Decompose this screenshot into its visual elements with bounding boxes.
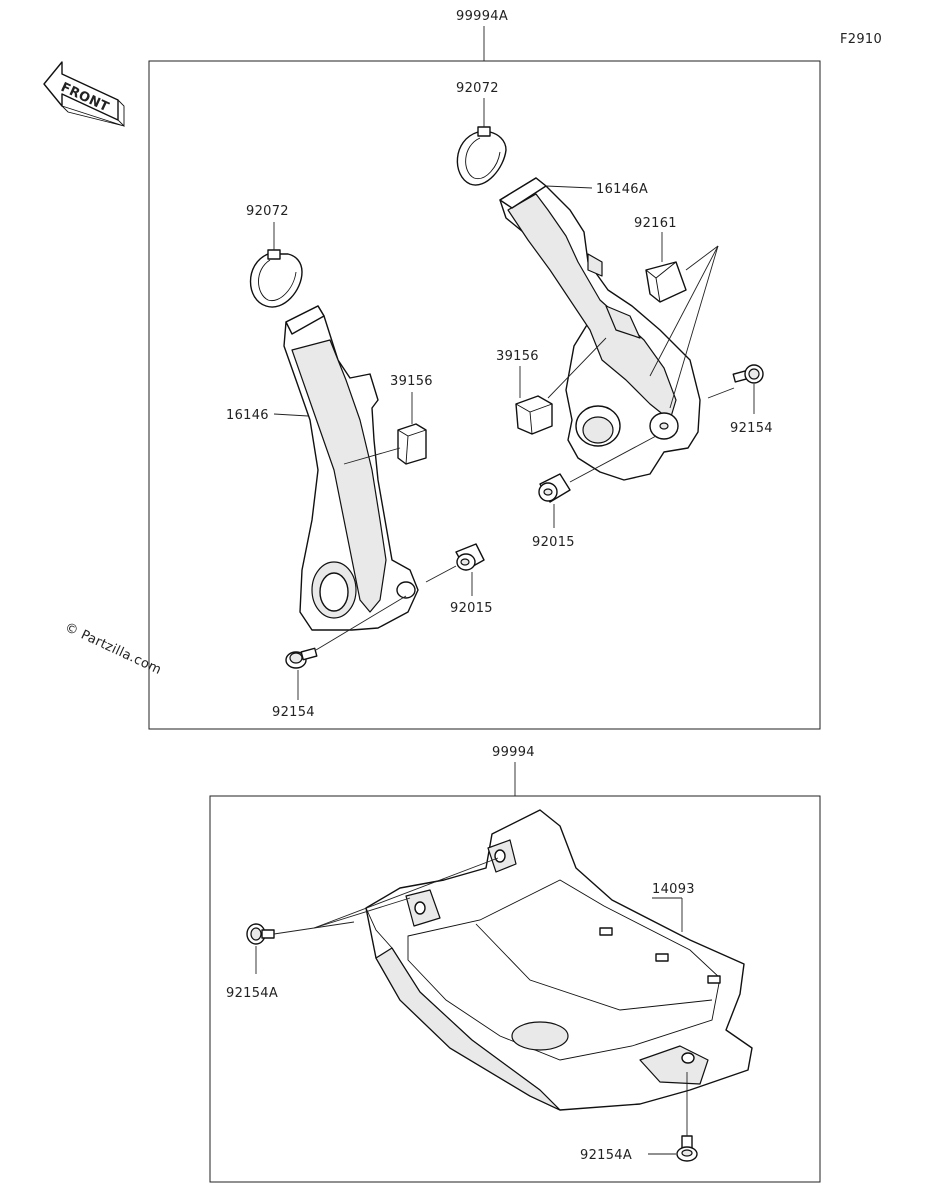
label-clamp-right: 92072 [456,81,499,96]
label-bolt-skid-bottom: 92154A [580,1148,632,1163]
label-bolt-left: 92154 [272,705,315,720]
kit-upper-frame [148,60,821,730]
bolt-right [732,364,764,384]
collar-right [538,473,571,503]
label-skid-plate: 14093 [652,882,695,897]
bolt-skid-left [246,923,275,945]
label-kit-lower: 99994 [492,745,535,760]
label-bolt-right: 92154 [730,421,773,436]
collar-left [455,543,485,571]
label-guard-left: 16146 [226,408,269,423]
label-kit-upper: 99994A [456,9,508,24]
pad-left [397,423,427,465]
clamp-left [249,249,303,308]
skid-plate [365,809,753,1111]
figure-code: F2910 [840,32,882,47]
clamp-right [456,126,507,186]
bolt-skid-bottom [676,1135,698,1162]
bolt-left [285,647,318,669]
label-guard-right: 16146A [596,182,648,197]
label-collar-right: 92015 [532,535,575,550]
pad-small [645,261,687,303]
label-bolt-skid-left: 92154A [226,986,278,1001]
label-pad-right: 39156 [496,349,539,364]
label-pad-small: 92161 [634,216,677,231]
label-clamp-left: 92072 [246,204,289,219]
pad-right [515,395,553,435]
front-arrow-icon: FRONT [43,61,125,128]
watermark: © Partzilla.com [62,620,163,678]
frame-guard-right [499,177,701,481]
frame-guard-left [283,305,419,631]
label-pad-left: 39156 [390,374,433,389]
label-collar-left: 92015 [450,601,493,616]
